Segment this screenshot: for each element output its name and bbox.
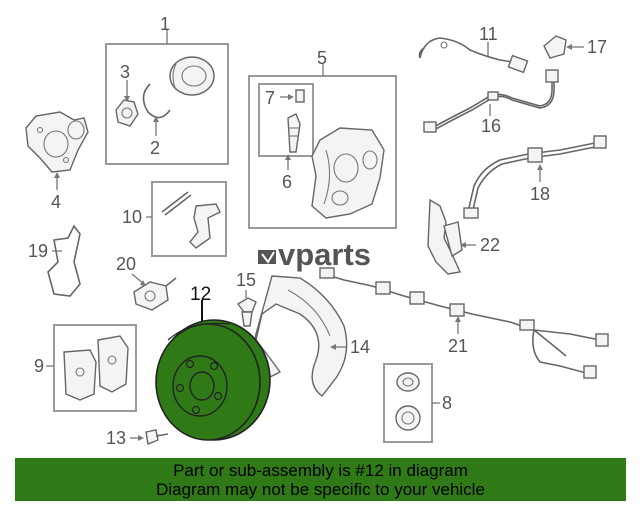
part-group-9: 9 [34,324,137,412]
callout-7[interactable]: 7 [265,88,275,108]
harness-connector-a [319,267,335,279]
callout-6[interactable]: 6 [282,172,292,192]
part-group-15: 15 [236,270,257,327]
part-group-14: 14 [253,275,370,397]
part-group-10: 10 [122,181,227,257]
callout-2[interactable]: 2 [150,138,160,158]
rotor-center-bore [189,371,215,401]
banner-line-disclaimer: Diagram may not be specific to your vehi… [156,480,485,499]
part-group-4: 4 [25,111,89,212]
brand-logo-mark [258,250,276,264]
seal-ring-small [396,372,420,392]
parts-diagram: 1 3 2 4 5 7 [25,14,609,448]
hub-nut [115,99,139,127]
brake-rotor[interactable] [155,323,261,441]
callout-5[interactable]: 5 [317,48,327,68]
callout-8[interactable]: 8 [442,393,452,413]
callout-20[interactable]: 20 [116,254,136,274]
seal-ring-large [395,405,421,431]
rotor-screw [145,429,159,445]
part-group-8: 8 [383,363,452,443]
hose-fitting-a [463,207,479,219]
part-10-frame [151,181,227,257]
part-9-frame [53,324,137,412]
splash-shield [253,275,348,397]
guide-pin [161,191,189,213]
banner-line-part: Part or sub-assembly is #12 in diagram [173,461,468,480]
callout-10[interactable]: 10 [122,207,142,227]
part-group-5: 5 7 6 [248,48,397,229]
shield-bolt-head [236,297,257,313]
sensor-clip [543,35,567,59]
part-group-13: 13 [106,428,169,448]
callout-3[interactable]: 3 [120,62,130,82]
callout-21[interactable]: 21 [448,336,468,356]
callout-22[interactable]: 22 [480,235,500,255]
part-group-21: 21 [319,267,609,379]
wear-sensor [133,281,169,311]
callout-19[interactable]: 19 [28,241,48,261]
callout-18[interactable]: 18 [530,184,550,204]
anti-rattle-clip [189,203,221,249]
part-group-1: 1 3 2 [105,14,229,165]
callout-1[interactable]: 1 [160,14,170,34]
bleeder-cap [295,89,305,103]
brake-caliper [311,127,385,219]
part-group-12: 12 [155,284,271,441]
snap-ring [142,83,171,119]
callout-9[interactable]: 9 [34,356,44,376]
callout-13[interactable]: 13 [106,428,126,448]
brand-logo-text: vparts [278,237,371,272]
callout-12[interactable]: 12 [190,284,211,305]
bleeder-screw [287,113,301,153]
part-group-20: 20 [116,254,177,311]
brand-logo: vparts [258,237,371,272]
brake-pad-inner [63,349,97,401]
part-group-17: 17 [543,35,607,59]
part-info-banner: Part or sub-assembly is #12 in diagram D… [15,458,626,501]
brake-line-fitting-a [423,121,437,133]
part-group-22: 22 [427,198,500,275]
part-group-19: 19 [28,224,81,297]
callout-16[interactable]: 16 [481,116,501,136]
hose-fitting-b [527,147,543,163]
wheel-bearing [169,56,215,96]
callout-4[interactable]: 4 [51,192,61,212]
wear-sensor-wire [419,37,513,63]
callout-15[interactable]: 15 [236,270,256,290]
callout-11[interactable]: 11 [479,24,498,44]
harness-connector-b [595,333,609,347]
callout-17[interactable]: 17 [587,37,607,57]
brake-line [431,80,553,129]
brake-line-fitting-b [545,69,559,83]
brake-hose [467,141,601,213]
part-group-11: 11 [418,24,529,74]
wheel-hub [25,111,89,173]
callout-14[interactable]: 14 [350,337,370,357]
sensor-plug [507,54,529,74]
shield-bolt [241,311,253,327]
part-group-16: 16 [423,69,559,136]
part-group-18: 18 [463,135,607,219]
pad-spring-clip [47,224,81,297]
sensor-harness [323,273,567,357]
part-7-frame [258,83,314,157]
